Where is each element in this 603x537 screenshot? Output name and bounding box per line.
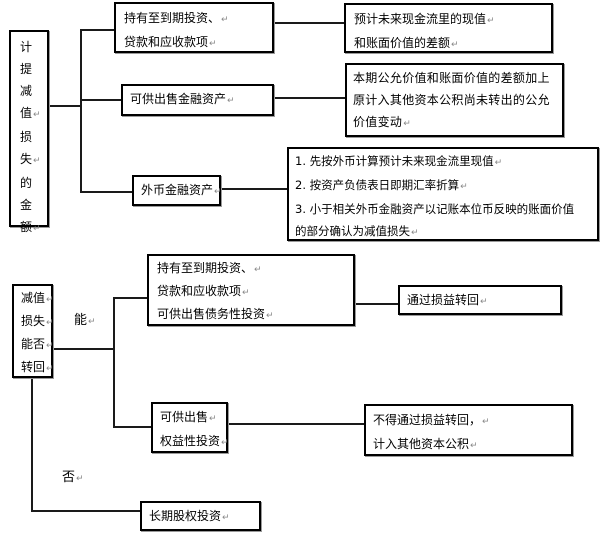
- d2-category-reversible: 持有至到期投资、↵ 贷款和应收款项↵ 可供出售债务性投资↵: [147, 254, 355, 326]
- d1-root-line: 提: [20, 62, 33, 76]
- connector-branch1-to-result: [273, 22, 345, 24]
- connector-d2-branch2-to-result: [227, 423, 365, 425]
- paragraph-mark-icon: ↵: [487, 16, 495, 26]
- connector-trunk-to-branch-2: [80, 99, 122, 101]
- paragraph-mark-icon: ↵: [411, 228, 419, 238]
- box-line: 3. 小于相关外币金融资产以记账本位币反映的账面价值: [295, 202, 575, 216]
- connector-d2-branch1-to-result: [354, 303, 399, 305]
- box-line: 原计入其他资本公积尚未转出的公允: [353, 93, 550, 107]
- box-line: 通过损益转回↵: [407, 293, 488, 307]
- box-line: 权益性投资↵: [160, 434, 229, 448]
- connector-d2-trunk-to-branch-1: [113, 297, 148, 299]
- connector-branch2-to-result: [273, 97, 346, 99]
- connector-d2-no-to-branch-3: [31, 510, 141, 512]
- d2-root-box: 减值↵ 损失↵ 能否↵ 转回↵: [12, 284, 54, 378]
- paragraph-mark-icon: ↵: [33, 110, 41, 120]
- d1-root-line: 额↵: [20, 220, 41, 234]
- box-line: 本期公允价值和账面价值的差额加上: [353, 71, 550, 85]
- paragraph-mark-icon: ↵: [470, 441, 478, 451]
- connector-trunk-to-branch-3: [80, 191, 133, 193]
- d2-result-afs-equity: 不得通过损益转回，↵ 计入其他资本公积↵: [364, 404, 573, 456]
- paragraph-mark-icon: ↵: [403, 119, 412, 129]
- box-line: 1. 先按外币计算预计未来现金流里现值↵: [295, 154, 503, 168]
- yes-label: 能↵: [74, 313, 96, 328]
- box-line: 价值变动↵: [353, 115, 412, 129]
- box-line: 可供出售↵: [160, 410, 217, 424]
- box-line: 计入其他资本公积↵: [373, 437, 478, 451]
- paragraph-mark-icon: ↵: [46, 295, 54, 305]
- d1-root-box: 计 提 减 值↵ 损 失↵ 的 金 额↵: [9, 30, 49, 234]
- d1-category-afs: 可供出售金融资产↵: [121, 84, 274, 116]
- paragraph-mark-icon: ↵: [46, 318, 54, 328]
- paragraph-mark-icon: ↵: [221, 438, 229, 448]
- box-line: 减值↵: [21, 291, 54, 305]
- paragraph-mark-icon: ↵: [451, 40, 459, 50]
- connector-root-to-trunk: [48, 105, 82, 107]
- d1-root-line: 的: [20, 176, 33, 190]
- box-line: 2. 按资产负债表日即期汇率折算↵: [295, 178, 468, 192]
- paragraph-mark-icon: ↵: [222, 513, 230, 523]
- d2-category-afs-equity: 可供出售↵ 权益性投资↵: [151, 402, 229, 453]
- connector-trunk-1: [80, 29, 82, 193]
- paragraph-mark-icon: ↵: [460, 182, 468, 192]
- box-line: 外币金融资产↵: [141, 183, 222, 197]
- no-label: 否↵: [62, 470, 84, 485]
- paragraph-mark-icon: ↵: [46, 364, 54, 374]
- paragraph-mark-icon: ↵: [33, 224, 41, 234]
- paragraph-mark-icon: ↵: [88, 317, 96, 327]
- box-line: 持有至到期投资、↵: [157, 261, 262, 275]
- box-line: 贷款和应收款项↵: [157, 284, 250, 298]
- d1-result-foreign-currency: 1. 先按外币计算预计未来现金流里现值↵ 2. 按资产负债表日即期汇率折算↵ 3…: [287, 147, 599, 241]
- d1-category-foreign-currency: 外币金融资产↵: [132, 175, 222, 206]
- connector-branch3-to-result: [220, 188, 288, 190]
- box-line: 贷款和应收款项↵: [124, 35, 217, 49]
- box-line: 可供出售金融资产↵: [130, 92, 235, 106]
- paragraph-mark-icon: ↵: [254, 265, 262, 275]
- paragraph-mark-icon: ↵: [209, 414, 217, 424]
- paragraph-mark-icon: ↵: [242, 288, 250, 298]
- paragraph-mark-icon: ↵: [33, 156, 41, 166]
- connector-d2-trunk-to-branch-2: [113, 426, 152, 428]
- paragraph-mark-icon: ↵: [266, 311, 274, 321]
- box-line: 转回↵: [21, 360, 54, 374]
- box-line: 长期股权投资↵: [149, 509, 230, 523]
- d1-root-line: 计: [20, 40, 33, 54]
- box-line: 能否↵: [21, 337, 54, 351]
- connector-d2-root-to-trunk: [52, 348, 115, 350]
- paragraph-mark-icon: ↵: [76, 474, 84, 484]
- d1-root-line: 值↵: [20, 106, 41, 120]
- box-line: 持有至到期投资、↵: [124, 11, 229, 25]
- d1-root-line: 损: [20, 130, 33, 144]
- paragraph-mark-icon: ↵: [227, 96, 235, 106]
- paragraph-mark-icon: ↵: [209, 39, 217, 49]
- paragraph-mark-icon: ↵: [46, 341, 54, 351]
- paragraph-mark-icon: ↵: [480, 297, 488, 307]
- paragraph-mark-icon: ↵: [214, 187, 222, 197]
- paragraph-mark-icon: ↵: [221, 15, 229, 25]
- d1-root-line: 减: [20, 84, 33, 98]
- d1-category-htm-loans: 持有至到期投资、↵ 贷款和应收款项↵: [114, 2, 274, 53]
- connector-d2-no-trunk: [31, 365, 33, 512]
- box-line: 的部分确认为减值损失↵: [295, 224, 419, 238]
- d2-result-reversible: 通过损益转回↵: [398, 285, 562, 315]
- d1-result-afs: 本期公允价值和账面价值的差额加上 原计入其他资本公积尚未转出的公允 价值变动↵: [345, 63, 564, 137]
- connector-d2-yes-trunk: [113, 297, 115, 428]
- box-line: 损失↵: [21, 314, 54, 328]
- box-line: 不得通过损益转回，↵: [373, 413, 490, 427]
- connector-trunk-to-branch-1: [80, 29, 115, 31]
- box-line: 和账面价值的差额↵: [354, 36, 459, 50]
- d1-result-htm-loans: 预计未来现金流里的现值↵ 和账面价值的差额↵: [344, 3, 553, 53]
- paragraph-mark-icon: ↵: [494, 158, 503, 168]
- d1-root-line: 失↵: [20, 152, 41, 166]
- paragraph-mark-icon: ↵: [482, 417, 490, 427]
- d1-root-line: 金: [20, 198, 33, 212]
- d2-category-long-term-equity: 长期股权投资↵: [140, 501, 261, 531]
- box-line: 可供出售债务性投资↵: [157, 307, 274, 321]
- box-line: 预计未来现金流里的现值↵: [354, 12, 495, 26]
